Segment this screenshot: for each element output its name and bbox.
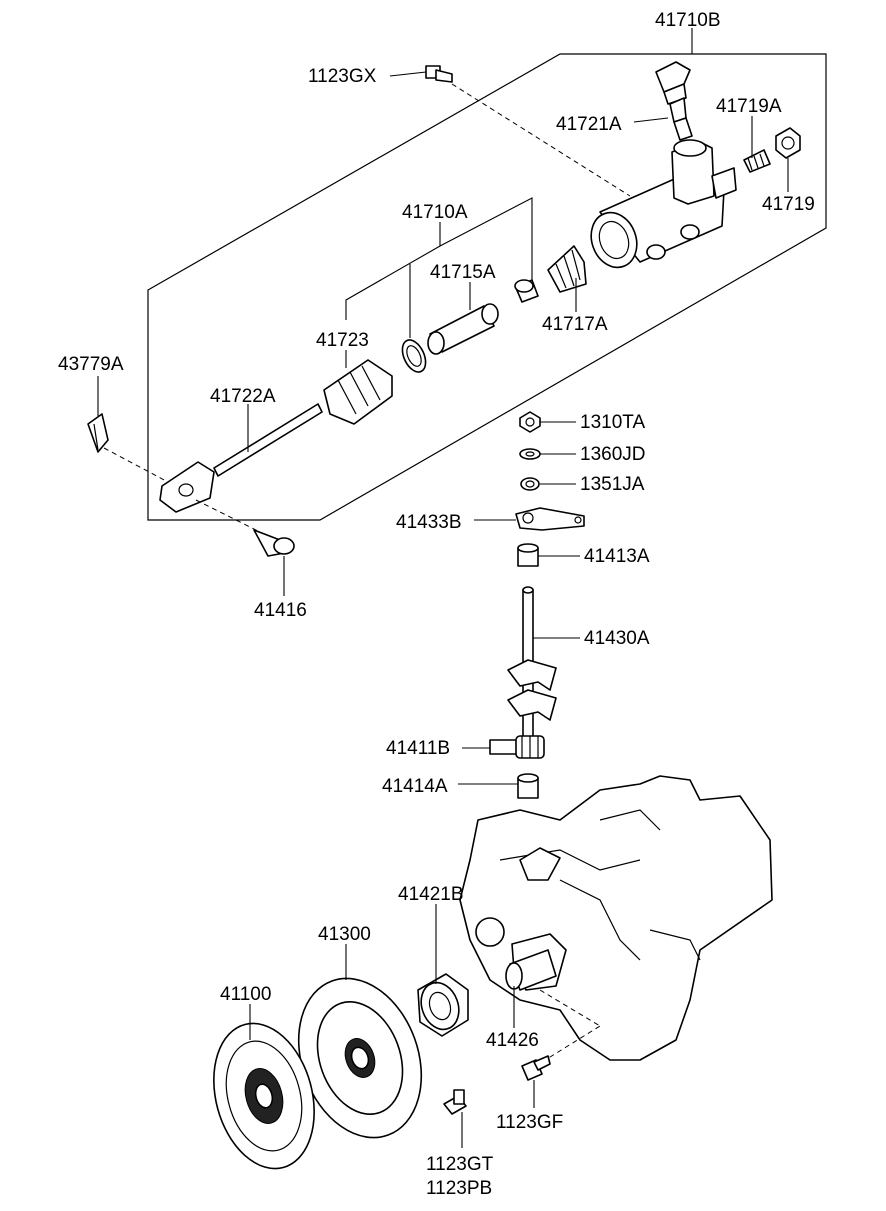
label-41723: 41723 [316, 330, 369, 351]
label-41411B: 41411B [386, 738, 450, 759]
label-1123GF: 1123GF [496, 1112, 563, 1133]
bolt-1123GT [443, 1089, 467, 1115]
label-41719: 41719 [762, 194, 815, 215]
label-41414A: 41414A [382, 776, 448, 797]
label-1360JD: 1360JD [580, 444, 646, 465]
pressure-plate-41300 [297, 977, 423, 1139]
release-bearing-41421B [417, 973, 469, 1037]
label-41430A: 41430A [584, 628, 650, 649]
label-1123GT: 1123GT [426, 1154, 494, 1175]
spring-41411B [489, 735, 545, 759]
fork-shaft-41430A [507, 586, 557, 741]
washer-1351JA [520, 477, 540, 491]
label-41721A: 41721A [556, 114, 622, 135]
spring-41719A [743, 149, 771, 173]
label-41710B: 41710B [655, 10, 721, 31]
cap-41719 [775, 127, 801, 159]
label-41416: 41416 [254, 600, 307, 621]
assembly-line-2 [103, 447, 169, 483]
boot-41723 [323, 359, 393, 425]
seal-41717A [547, 245, 587, 293]
label-41413A: 41413A [584, 546, 650, 567]
leader-lines [97, 28, 789, 1148]
label-41719A: 41719A [716, 96, 782, 117]
assembly-line-3 [195, 499, 261, 533]
label-1123PB: 1123PB [426, 1178, 492, 1199]
assembly-line-5 [541, 1025, 601, 1063]
nut-1310TA [519, 411, 541, 433]
label-41710A: 41710A [402, 202, 468, 223]
label-41426: 41426 [486, 1030, 539, 1051]
master-cylinder-assembly-outline [147, 53, 827, 521]
label-41717A: 41717A [542, 314, 608, 335]
washer-1360JD [519, 448, 541, 460]
bushing-41414A [517, 773, 539, 799]
push-rod-41722A [159, 403, 323, 513]
guide-tube-41426 [505, 949, 557, 991]
label-41421B: 41421B [398, 884, 464, 905]
bolt-1123GX [425, 65, 453, 83]
clutch-disc-41100 [213, 1022, 315, 1170]
assembly-line-1 [451, 83, 631, 197]
label-41300: 41300 [318, 924, 371, 945]
label-1123GX: 1123GX [308, 66, 377, 87]
bolt-1123GF [521, 1055, 551, 1081]
label-1351JA: 1351JA [580, 474, 645, 495]
clutch-master-cylinder [590, 139, 737, 269]
label-41715A: 41715A [430, 262, 496, 283]
snap-ring [401, 339, 427, 373]
label-1310TA: 1310TA [580, 412, 645, 433]
label-41433B: 41433B [396, 512, 462, 533]
label-41100: 41100 [220, 984, 271, 1005]
cup-41710A [514, 279, 539, 303]
clip-43779A [87, 413, 109, 453]
label-43779A: 43779A [58, 354, 124, 375]
label-41722A: 41722A [210, 386, 276, 407]
bushing-41413A [517, 543, 539, 567]
lever-41433B [515, 507, 585, 531]
transmission-housing [459, 775, 773, 1061]
pin-41416 [253, 529, 295, 557]
assembly-line-4 [539, 989, 601, 1027]
piston-41715A [427, 303, 499, 355]
reservoir-fitting [655, 61, 693, 141]
